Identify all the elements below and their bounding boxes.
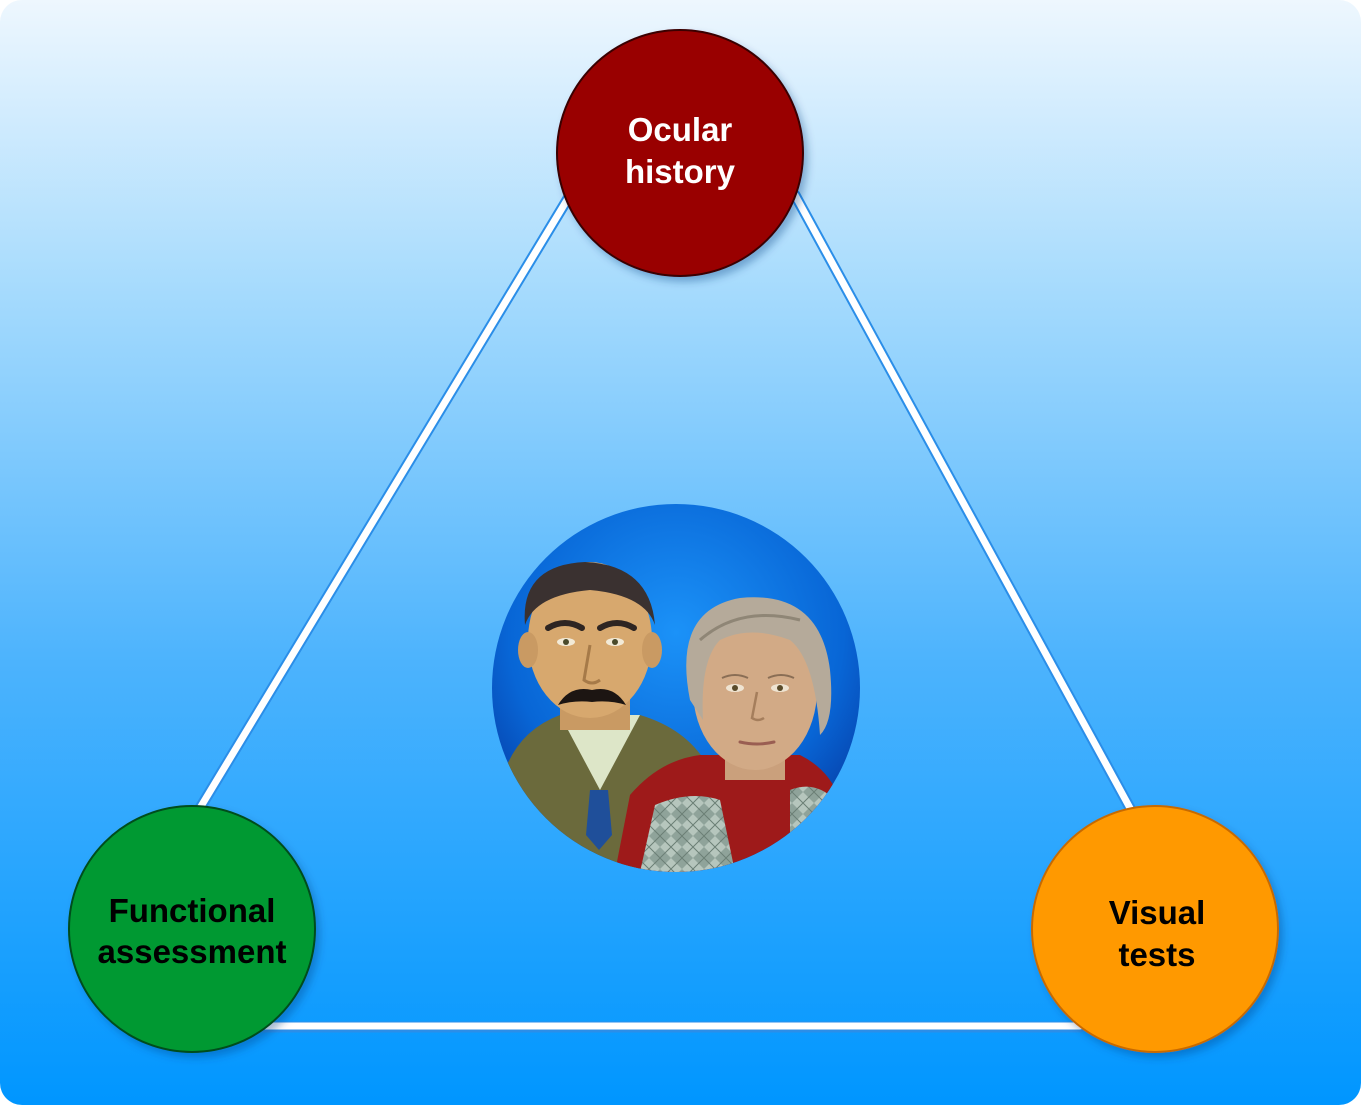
triangle-edges (194, 189, 1136, 1033)
center-portrait (492, 504, 860, 872)
node-visual-tests-circle (1031, 805, 1279, 1053)
node-visual-tests-label-line1: Visual (1109, 894, 1206, 931)
node-ocular-history-label-line2: history (625, 153, 736, 190)
node-ocular-history (556, 29, 804, 277)
node-functional-assessment-circle (68, 805, 316, 1053)
node-functional-assessment-label-line2: assessment (98, 933, 287, 970)
node-ocular-history-label-line1: Ocular (628, 111, 733, 148)
node-visual-tests (1031, 805, 1279, 1053)
node-visual-tests-label-line2: tests (1118, 936, 1195, 973)
node-functional-assessment (68, 805, 316, 1053)
node-functional-assessment-label-line1: Functional (109, 892, 276, 929)
node-ocular-history-circle (556, 29, 804, 277)
edge-top-right (791, 191, 1134, 812)
edge-top-left (196, 191, 574, 812)
